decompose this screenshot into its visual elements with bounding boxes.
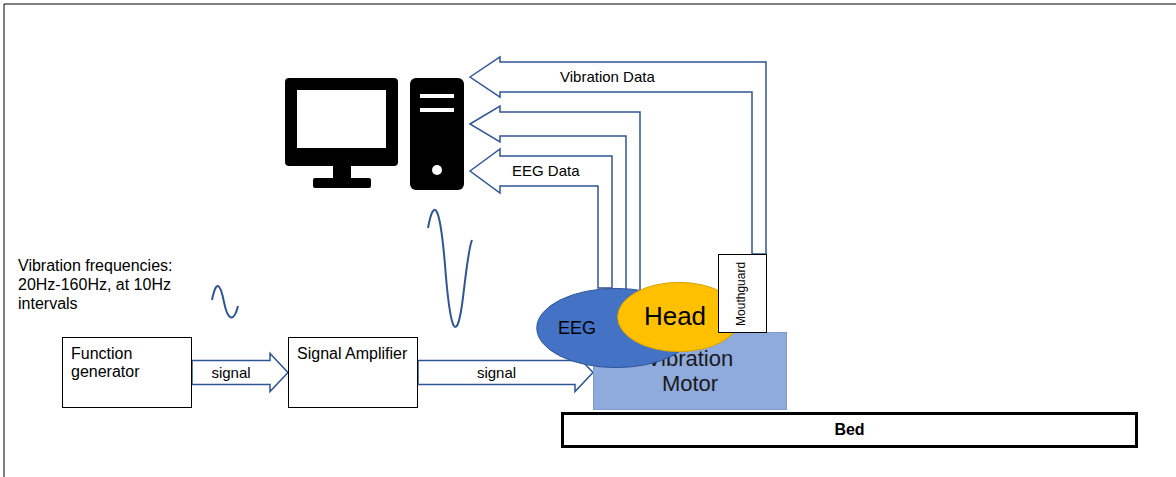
monitor-screen (297, 90, 386, 148)
computer-tower (410, 78, 464, 190)
node-text: Head (644, 302, 706, 332)
node-text: Mouthguard (736, 261, 750, 325)
edge-label: signal (209, 364, 252, 382)
monitor-neck (333, 166, 351, 180)
node-text: EEG (558, 318, 596, 339)
node-text: Bed (834, 421, 864, 439)
computer-icon (285, 78, 464, 190)
frequency-note: Vibration frequencies: 20Hz-160Hz, at 10… (18, 256, 200, 314)
node-text: Signal Amplifier (297, 345, 407, 363)
data-arrow (470, 106, 640, 293)
signal-wave (212, 286, 238, 318)
data-arrow (470, 149, 612, 288)
mouthguard-box: Mouthguard (718, 254, 767, 333)
signal-wave (428, 210, 472, 327)
frame (4, 4, 1176, 477)
drive-slot (420, 94, 454, 98)
process-box: Function generator (62, 337, 192, 408)
process-box: Signal Amplifier (288, 337, 418, 408)
data-label: Vibration Data (560, 68, 655, 86)
edge-label: signal (475, 364, 518, 382)
drive-slot (420, 108, 454, 112)
bed-box: Bed (561, 412, 1138, 448)
data-label: EEG Data (512, 162, 580, 180)
block-arrow (192, 354, 288, 392)
monitor (285, 78, 398, 166)
monitor-base (313, 178, 371, 188)
power-button (432, 165, 442, 175)
node-text: Function generator (71, 345, 183, 382)
